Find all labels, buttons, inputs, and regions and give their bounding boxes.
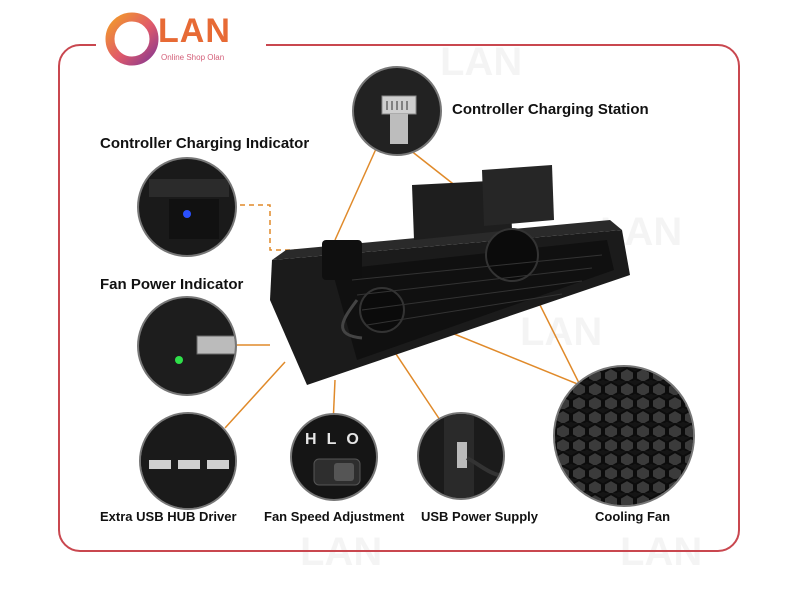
slide-switch-icon bbox=[313, 458, 361, 486]
charging-station-closeup bbox=[352, 66, 442, 156]
label-controller-charging-indicator: Controller Charging Indicator bbox=[100, 135, 310, 152]
switch-letter-h: H bbox=[305, 431, 327, 448]
brand-name: LAN bbox=[158, 12, 231, 50]
usb-hub-closeup bbox=[139, 412, 237, 510]
cooling-stand-image bbox=[270, 165, 630, 385]
switch-letters: HLO bbox=[305, 431, 369, 449]
fan-power-indicator-closeup bbox=[137, 296, 237, 396]
fan-speed-switch-closeup bbox=[290, 413, 378, 501]
label-cooling-fan: Cooling Fan bbox=[595, 509, 671, 524]
green-led-icon bbox=[175, 335, 235, 364]
usb-cable-icon bbox=[444, 414, 503, 498]
usb-ports-icon bbox=[141, 414, 235, 508]
usb-connector-icon bbox=[381, 95, 417, 144]
cooling-fan-closeup bbox=[553, 365, 695, 507]
switch-letter-l: L bbox=[326, 431, 347, 448]
charging-indicator-closeup bbox=[137, 157, 237, 257]
label-extra-usb-hub: Extra USB HUB Driver bbox=[100, 509, 237, 524]
watermark-logo: LAN bbox=[300, 530, 382, 575]
label-usb-power-supply: USB Power Supply bbox=[421, 509, 539, 524]
fan-grille-icon bbox=[555, 367, 693, 505]
logo-mark-icon bbox=[105, 12, 159, 66]
blue-led-icon bbox=[149, 179, 229, 239]
brand-logo bbox=[96, 8, 266, 70]
brand-tagline: Online Shop Olan bbox=[161, 53, 225, 62]
label-fan-speed-adjustment: Fan Speed Adjustment bbox=[264, 509, 405, 524]
label-fan-power-indicator: Fan Power Indicator bbox=[100, 276, 244, 293]
watermark-logo: LAN bbox=[440, 40, 522, 85]
usb-power-closeup bbox=[417, 412, 505, 500]
watermark-logo: LAN bbox=[620, 530, 702, 575]
switch-letter-o: O bbox=[346, 431, 369, 448]
content-frame bbox=[58, 44, 740, 552]
label-controller-charging-station: Controller Charging Station bbox=[452, 101, 649, 118]
